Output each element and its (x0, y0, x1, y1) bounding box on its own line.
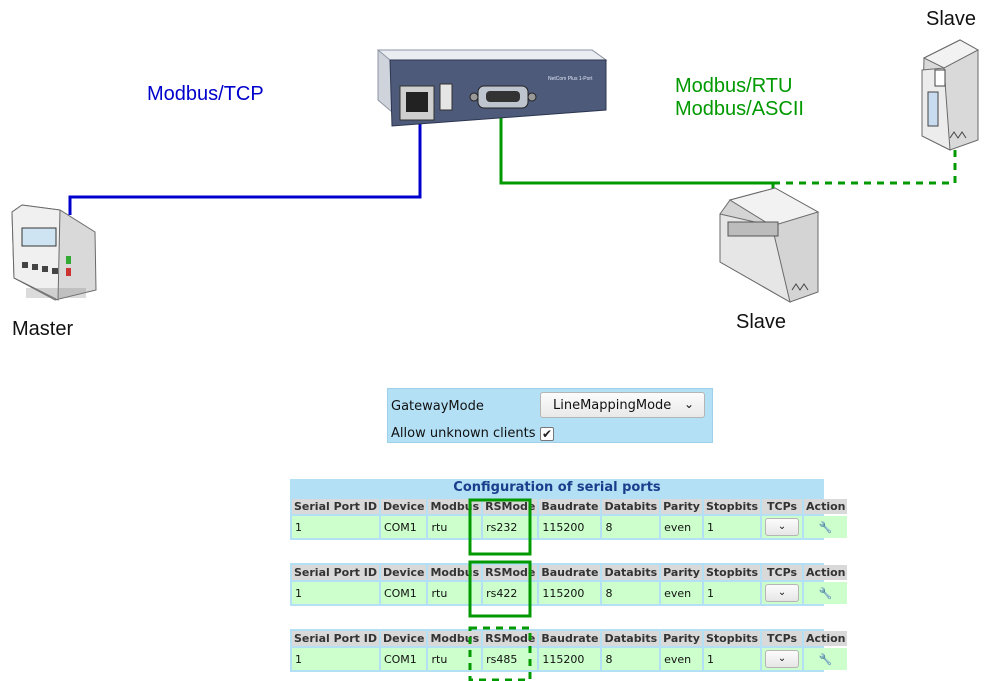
rsmode-cell: rs232 (483, 516, 538, 538)
serial-port-table-3: Serial Port ID Device Modbus RSMode Baud… (290, 629, 848, 672)
parity-cell: even (661, 582, 702, 604)
col-tcps: TCPs (762, 631, 803, 646)
action-cell: 🔧 (804, 648, 848, 670)
col-baudrate: Baudrate (539, 565, 601, 580)
col-databits: Databits (602, 631, 660, 646)
serial-port-id-cell: 1 (292, 582, 379, 604)
col-stopbits: Stopbits (703, 565, 761, 580)
col-parity: Parity (661, 631, 702, 646)
gateway-brand-text: NetCom Plus 1-Port (548, 76, 593, 82)
modbus-cell: rtu (428, 516, 482, 538)
wrench-icon[interactable]: 🔧 (818, 586, 833, 600)
tcps-cell: ⌄ (762, 648, 803, 670)
col-parity: Parity (661, 565, 702, 580)
device-cell: COM1 (380, 582, 427, 604)
serial-connection-line (499, 107, 775, 210)
col-baudrate: Baudrate (539, 499, 601, 514)
device-cell: COM1 (380, 516, 427, 538)
slave-top-label: Slave (926, 8, 977, 30)
gateway-mode-panel: GatewayMode LineMappingMode ⌄ Allow unkn… (387, 388, 713, 443)
col-serial-port-id: Serial Port ID (292, 499, 379, 514)
col-action: Action (804, 631, 848, 646)
col-stopbits: Stopbits (703, 631, 761, 646)
serial-port-table-1: Serial Port ID Device Modbus RSMode Baud… (290, 497, 848, 540)
baudrate-cell: 115200 (539, 648, 601, 670)
stopbits-cell: 1 (703, 648, 761, 670)
tcp-connection-line (68, 120, 422, 215)
col-databits: Databits (602, 499, 660, 514)
action-cell: 🔧 (804, 516, 848, 538)
col-tcps: TCPs (762, 499, 803, 514)
col-device: Device (380, 631, 427, 646)
wrench-icon[interactable]: 🔧 (818, 520, 833, 534)
rsmode-cell: rs485 (483, 648, 538, 670)
col-serial-port-id: Serial Port ID (292, 631, 379, 646)
table-header-row: Serial Port ID Device Modbus RSMode Baud… (292, 499, 848, 514)
gateway-mode-label: GatewayMode (391, 399, 484, 414)
table-header-row: Serial Port ID Device Modbus RSMode Baud… (292, 565, 848, 580)
tcps-select[interactable]: ⌄ (765, 584, 800, 602)
serial-port-id-cell: 1 (292, 648, 379, 670)
slave-bottom-label: Slave (736, 311, 787, 333)
col-baudrate: Baudrate (539, 631, 601, 646)
slave-device-top-icon (921, 39, 980, 151)
stopbits-cell: 1 (703, 516, 761, 538)
serial-port-id-cell: 1 (292, 516, 379, 538)
table-row: 1 COM1 rtu rs232 115200 8 even 1 ⌄ 🔧 (292, 516, 848, 538)
parity-cell: even (661, 648, 702, 670)
modbus-cell: rtu (428, 648, 482, 670)
col-action: Action (804, 499, 848, 514)
chevron-down-icon: ⌄ (683, 397, 694, 411)
col-action: Action (804, 565, 848, 580)
col-modbus: Modbus (428, 565, 482, 580)
modbus-cell: rtu (428, 582, 482, 604)
network-diagram: NetCom Plus 1-Port (11, 39, 980, 304)
serial-config-title: Configuration of serial ports (290, 479, 824, 497)
col-rsmode: RSMode (483, 631, 538, 646)
device-cell: COM1 (380, 648, 427, 670)
tcps-select[interactable]: ⌄ (765, 518, 800, 536)
allow-unknown-clients-label: Allow unknown clients (391, 426, 536, 441)
serial-connection-line-dashed (773, 140, 957, 185)
col-device: Device (380, 499, 427, 514)
serial-port-table-2: Serial Port ID Device Modbus RSMode Baud… (290, 563, 848, 606)
protocol-tcp-label: Modbus/TCP (147, 83, 264, 105)
databits-cell: 8 (602, 516, 660, 538)
protocol-ascii-label: Modbus/ASCII (675, 98, 804, 120)
master-device-icon (11, 204, 97, 301)
baudrate-cell: 115200 (539, 582, 601, 604)
gateway-mode-select[interactable]: LineMappingMode ⌄ (540, 392, 705, 418)
wrench-icon[interactable]: 🔧 (818, 652, 833, 666)
col-device: Device (380, 565, 427, 580)
stopbits-cell: 1 (703, 582, 761, 604)
table-header-row: Serial Port ID Device Modbus RSMode Baud… (292, 631, 848, 646)
table-row: 1 COM1 rtu rs422 115200 8 even 1 ⌄ 🔧 (292, 582, 848, 604)
col-stopbits: Stopbits (703, 499, 761, 514)
table-row: 1 COM1 rtu rs485 115200 8 even 1 ⌄ 🔧 (292, 648, 848, 670)
col-rsmode: RSMode (483, 499, 538, 514)
rsmode-cell: rs422 (483, 582, 538, 604)
col-modbus: Modbus (428, 631, 482, 646)
tcps-select[interactable]: ⌄ (765, 650, 800, 668)
slave-device-bottom-icon (719, 187, 820, 304)
col-modbus: Modbus (428, 499, 482, 514)
databits-cell: 8 (602, 648, 660, 670)
baudrate-cell: 115200 (539, 516, 601, 538)
tcps-cell: ⌄ (762, 516, 803, 538)
master-label: Master (12, 318, 74, 340)
col-serial-port-id: Serial Port ID (292, 565, 379, 580)
col-databits: Databits (602, 565, 660, 580)
protocol-rtu-label: Modbus/RTU (675, 75, 793, 97)
col-parity: Parity (661, 499, 702, 514)
col-rsmode: RSMode (483, 565, 538, 580)
databits-cell: 8 (602, 582, 660, 604)
action-cell: 🔧 (804, 582, 848, 604)
col-tcps: TCPs (762, 565, 803, 580)
gateway-mode-value: LineMappingMode (553, 398, 672, 413)
gateway-device-icon: NetCom Plus 1-Port (376, 49, 608, 127)
allow-unknown-clients-checkbox[interactable]: ✔ (540, 427, 554, 441)
tcps-cell: ⌄ (762, 582, 803, 604)
parity-cell: even (661, 516, 702, 538)
